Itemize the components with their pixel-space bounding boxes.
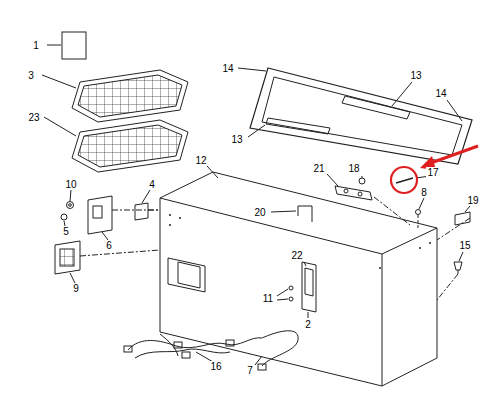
manual xyxy=(62,32,86,59)
callout-number: 4 xyxy=(148,179,156,190)
highlight-circle xyxy=(391,167,417,193)
callout-number: 18 xyxy=(347,163,360,174)
callout-number: 8 xyxy=(420,187,428,198)
callout-number: 1 xyxy=(32,40,40,51)
callout-number: 20 xyxy=(253,207,266,218)
callout-number: 10 xyxy=(64,179,77,190)
callout-number: 3 xyxy=(27,70,35,81)
callout-number: 13 xyxy=(409,70,422,81)
callout-number: 19 xyxy=(466,195,479,206)
callout-number: 16 xyxy=(209,361,222,372)
callout-number: 14 xyxy=(221,63,234,74)
callout-number: 13 xyxy=(230,134,243,145)
callout-number: 5 xyxy=(62,226,70,237)
callout-number: 11 xyxy=(262,293,274,304)
callout-number: 23 xyxy=(27,112,40,123)
callout-number: 15 xyxy=(458,240,471,251)
callout-number: 7 xyxy=(246,365,254,376)
callout-number: 9 xyxy=(72,283,80,294)
callout-number: 21 xyxy=(312,163,325,174)
callout-number: 12 xyxy=(194,155,207,166)
callout-number: 22 xyxy=(290,250,303,261)
callout-number: 2 xyxy=(304,319,312,330)
callout-number: 14 xyxy=(434,88,447,99)
callout-number: 17 xyxy=(426,167,439,178)
callout-number: 6 xyxy=(105,240,113,251)
